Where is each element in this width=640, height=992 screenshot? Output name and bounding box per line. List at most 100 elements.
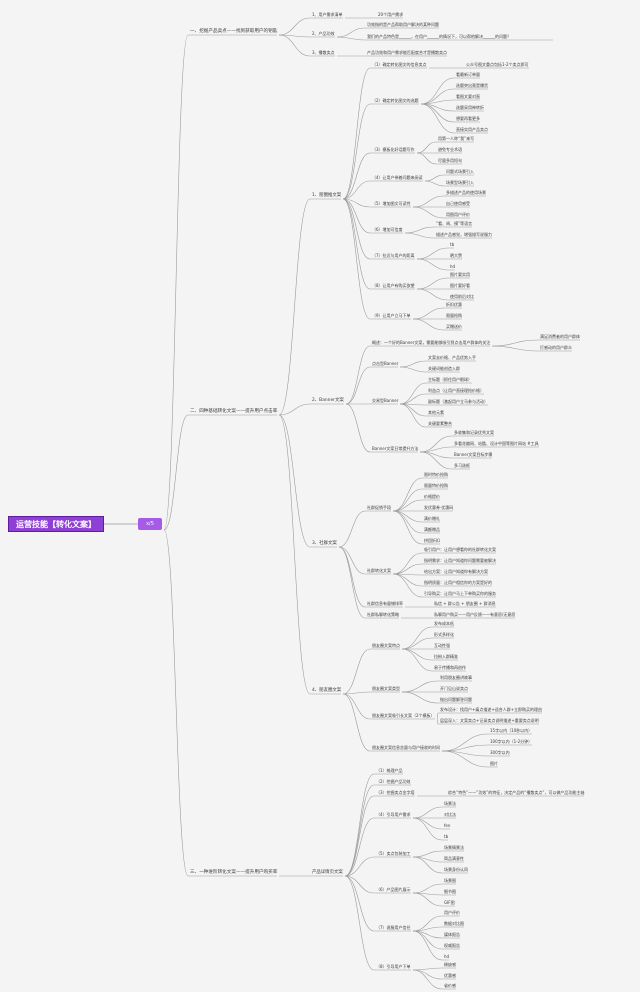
branch-1[interactable]: 一、挖掘产品卖点——找到获取用户的钥匙 <box>190 29 278 34</box>
p4-v1c[interactable]: 互动性强 <box>434 643 450 648</box>
p4-v4c[interactable]: 300字以内 <box>490 750 510 755</box>
p1-s7c[interactable]: hd <box>450 264 456 269</box>
p1-s3c[interactable]: 尽量多用短句 <box>438 158 462 163</box>
p1-s2[interactable]: （2）确定转化图文的选题 <box>372 98 419 103</box>
p1-s6[interactable]: （6）增加可信度 <box>372 227 403 232</box>
b3-w2[interactable]: （2）挖掘产品功效 <box>376 779 411 784</box>
p2-t4a[interactable]: 多收集和记录优秀文案 <box>454 430 494 435</box>
b3-w4c[interactable]: fen <box>444 823 451 828</box>
b3-w6c[interactable]: GIF图 <box>444 900 455 905</box>
p3-u1d[interactable]: 发优惠券·优惠码 <box>424 505 454 510</box>
p4-v1a[interactable]: 发布成本低 <box>434 621 454 626</box>
b1-child-2[interactable]: 2、产品功效 <box>312 31 335 36</box>
b3-w7e[interactable]: hd <box>444 954 450 959</box>
p4-v4d[interactable]: 图片 <box>490 761 498 766</box>
p4-v2[interactable]: 朋友圈文案类型 <box>372 686 400 691</box>
p2-t3c[interactable]: 副标题（激起用户立马参与活动） <box>428 399 488 404</box>
p1-s9[interactable]: （9）让用户立马下单 <box>372 313 411 318</box>
b3-w8c[interactable]: 省价感 <box>444 983 456 988</box>
p3-u4[interactable]: 社群私聊转化策略 <box>367 612 399 617</box>
b3-w6[interactable]: （6）产品图片展示 <box>376 887 411 892</box>
p1-s5b[interactable]: 自己使用感受 <box>446 201 470 206</box>
branch-2[interactable]: 二、四种基础转化文案——提升用户点击率 <box>190 409 278 414</box>
p1-s7b[interactable]: 晒大赞 <box>450 253 462 258</box>
b3-child-1[interactable]: 产品详情页文案 <box>312 870 343 875</box>
p3-u2a[interactable]: 吸引用户：让用户想看你的社群转化文案 <box>424 547 496 552</box>
p1-s5a[interactable]: 多描述产品的使用场景 <box>446 190 486 195</box>
p2-t3b[interactable]: 利益点（让用户直接理抢价格） <box>428 388 484 393</box>
p2-t2a[interactable]: 文案去价格、产品优势入手 <box>428 355 476 360</box>
b3-w5b[interactable]: 简品满意性 <box>444 856 464 861</box>
p1-s6b[interactable]: 描述产品感觉，增强描写说服力 <box>436 232 492 237</box>
p1-s2b[interactable]: 选题突出竟是爆货 <box>456 83 488 88</box>
p1-s5[interactable]: （5）增加图文可读性 <box>372 201 411 206</box>
b3-w8b[interactable]: 优惠感 <box>444 973 456 978</box>
p3-u1g[interactable]: 拼团折扣 <box>424 538 440 543</box>
p3-u2[interactable]: 社群转化文案 <box>367 568 391 573</box>
b1-c3-detail[interactable]: 产品功效和用户需求能匹配度合才是播散卖点 <box>367 50 447 55</box>
p1-s7a[interactable]: tb <box>450 242 455 247</box>
p1-s3a[interactable]: 用第一人称“我”来写 <box>438 136 475 141</box>
p2-t2b[interactable]: 关键词能创造入群 <box>428 366 460 371</box>
p3-u1a[interactable]: 限时特价抢购 <box>424 472 448 477</box>
b3-w5a[interactable]: 场景情景法 <box>444 845 464 850</box>
p1-s8b[interactable]: 图片要好看 <box>450 283 470 288</box>
b3-w4a[interactable]: 场景法 <box>444 801 456 806</box>
p4-v4a[interactable]: 15字以内（10秒以内） <box>490 728 533 733</box>
b1-child-1[interactable]: 1、用户需求清单 <box>312 12 343 17</box>
p1-s5c[interactable]: 用图用户评价 <box>446 212 470 217</box>
b1-c2-detail-a[interactable]: 功效指的是产品帮助用户解决的某种问题 <box>367 22 439 27</box>
b1-child-3[interactable]: 3、播散卖点 <box>312 50 335 55</box>
p2-t1b[interactable]: 打感动的用户群众 <box>540 345 572 350</box>
p2-t3d[interactable]: 其他元素 <box>428 410 444 415</box>
p3-u3[interactable]: 社群信息有量铺排率 <box>367 601 403 606</box>
p1-s1[interactable]: （1）确定转化图文的信息卖点 <box>372 62 427 67</box>
p1-s8a[interactable]: 图片要实用 <box>450 272 470 277</box>
b3-w5c[interactable]: 场景身份认同 <box>444 867 468 872</box>
b3-w3a[interactable]: 综合“特色”——“功效”的特征，决定产品的“播散卖点”，可以做产品功能主轴 <box>448 790 585 795</box>
b3-w7a[interactable]: 用户评价 <box>444 910 460 915</box>
p1-s8[interactable]: （8）让用户有购买欲望 <box>372 283 415 288</box>
root-topic[interactable]: 运营技能【转化文案】 <box>8 516 104 532</box>
b3-w1[interactable]: （1）梳理产品 <box>376 768 403 773</box>
b2-p2[interactable]: 2、Banner文案 <box>312 398 344 403</box>
p1-s9b[interactable]: 限量抢购 <box>446 313 462 318</box>
p4-v2c[interactable]: 抛出问题解答问题 <box>440 697 472 702</box>
b3-w5[interactable]: （5）卖点包装加工 <box>376 851 411 856</box>
p3-u1[interactable]: 社群促销手段 <box>367 505 391 510</box>
p1-s4b[interactable]: 场景型场景引入 <box>446 180 474 185</box>
p4-v1b[interactable]: 形式多样化 <box>434 632 454 637</box>
b3-w8[interactable]: （8）引导用户下单 <box>376 964 411 969</box>
p1-s6a[interactable]: “看、闻、摸”等语言 <box>436 221 473 226</box>
p1-s2a[interactable]: 看最新订单量 <box>456 72 480 77</box>
p3-u1e[interactable]: 满价赠礼 <box>424 516 440 521</box>
p3-u2b[interactable]: 指明需求：让用户知道你问题需要被解决 <box>424 558 496 563</box>
b3-w3[interactable]: （3）挖掘卖点金字塔 <box>376 790 415 795</box>
p3-u4a[interactable]: 私聊用户购买——用户反馈——有意愿/无意愿 <box>434 612 516 617</box>
b1-c2-detail-b[interactable]: 我们的产品特色是______，在用户______的情况下，可以帮他解决_____… <box>367 34 511 39</box>
b2-p1[interactable]: 1、朋圈推文案 <box>312 193 342 198</box>
p1-s9c[interactable]: 买赠送价 <box>446 324 462 329</box>
p2-t4d[interactable]: 多习选框 <box>454 463 470 468</box>
p1-s2f[interactable]: 直接实用产品卖点 <box>456 127 488 132</box>
b3-w6a[interactable]: 场景图 <box>444 878 456 883</box>
b3-w4b[interactable]: 对比法 <box>444 812 456 817</box>
b3-w6b[interactable]: 细节图 <box>444 889 456 894</box>
p1-s4a[interactable]: 问题式场景引入 <box>446 169 474 174</box>
p1-s2c[interactable]: 看图文要对直 <box>456 94 480 99</box>
p2-t4[interactable]: Banner文案日常提升方法 <box>372 446 419 451</box>
b3-w7d[interactable]: 权威报告 <box>444 943 460 948</box>
p3-u1f[interactable]: 满额赠品 <box>424 527 440 532</box>
b3-w4d[interactable]: tb <box>444 834 449 839</box>
p2-t3[interactable]: 交易型Banner <box>372 398 399 403</box>
p4-v1d[interactable]: 拉粉入群精准 <box>434 654 458 659</box>
p1-s8c[interactable]: 使用前后对比 <box>450 294 474 299</box>
p2-t3e[interactable]: 关键要素整合 <box>428 421 452 426</box>
p4-v1e[interactable]: 易于传播和再创作 <box>434 665 466 670</box>
p4-v2a[interactable]: 利用朋友圈讲故事 <box>440 675 472 680</box>
p2-t3a[interactable]: 主标题（抓住用户眼球） <box>428 377 472 382</box>
b1-c1-detail[interactable]: 20个用户需求 <box>378 12 404 17</box>
p1-s2e[interactable]: 想要再看更多 <box>456 116 480 121</box>
p2-t1[interactable]: 概述：一个好的Banner文案，需要能够吸引到点击用户群体的关注 <box>372 340 491 345</box>
p1-s7[interactable]: （7）拉近与用户的距离 <box>372 253 415 258</box>
